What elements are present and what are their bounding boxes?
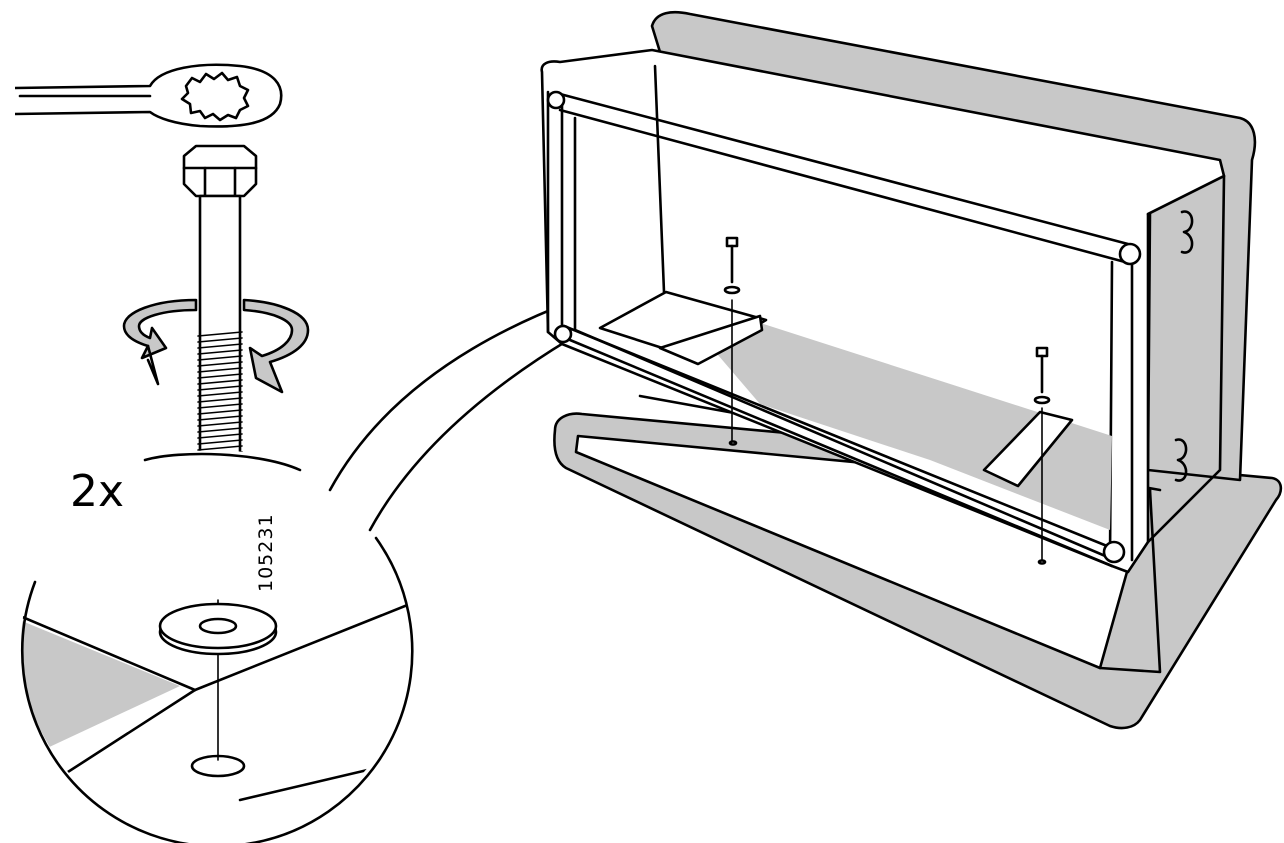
thread-line xyxy=(197,379,243,385)
thread-line xyxy=(197,415,243,421)
thread-line xyxy=(197,355,243,361)
thread-line xyxy=(197,427,243,433)
thread-line xyxy=(197,349,243,355)
rotate-arrows-icon xyxy=(122,298,310,394)
thread-line xyxy=(197,439,243,445)
washer-icon xyxy=(158,602,278,656)
thread-line xyxy=(197,361,243,367)
thread-line xyxy=(197,397,243,403)
thread-line xyxy=(197,391,243,397)
quantity-label: 2x xyxy=(70,466,124,517)
thread-line xyxy=(197,433,243,439)
thread-line xyxy=(197,385,243,391)
part-number-label: 105231 xyxy=(255,513,277,592)
thread-line xyxy=(197,343,243,349)
wrench-icon xyxy=(14,63,283,128)
frame-bolt-2 xyxy=(1033,346,1051,565)
thread-line xyxy=(197,331,243,337)
thread-line xyxy=(197,421,243,427)
thread-line xyxy=(197,409,243,415)
thread-line xyxy=(197,337,243,343)
thread-line xyxy=(197,373,243,379)
frame-bolt-1 xyxy=(723,236,741,446)
sofa-frame-icon xyxy=(540,10,1283,730)
thread-line xyxy=(197,367,243,373)
thread-line xyxy=(197,445,243,451)
thread-line xyxy=(197,403,243,409)
